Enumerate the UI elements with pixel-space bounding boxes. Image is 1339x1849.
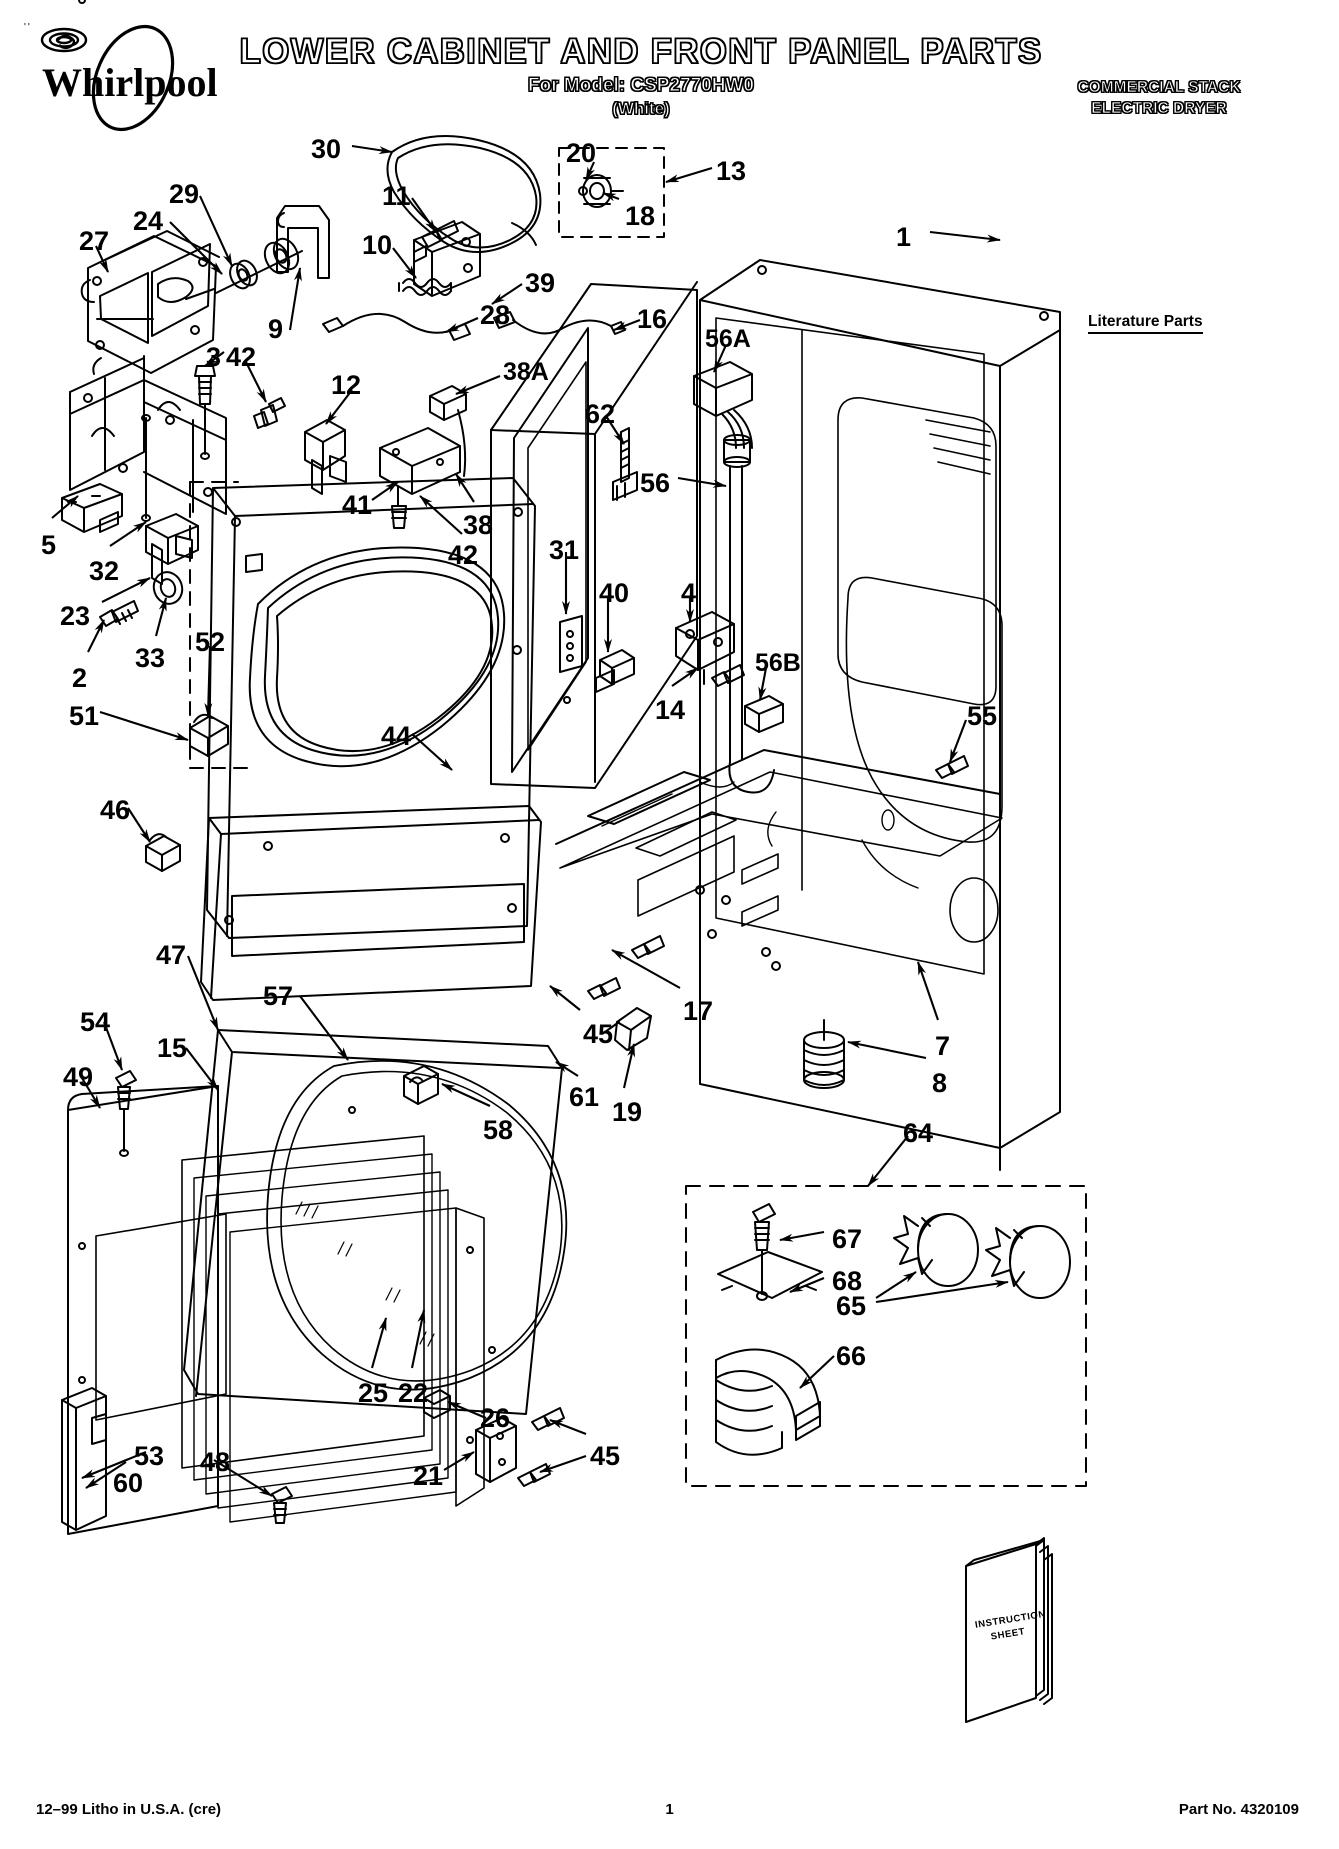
callout-5: 5 — [41, 530, 57, 560]
callout-20: 20 — [566, 138, 597, 168]
callout-23: 23 — [60, 601, 91, 631]
callout-29: 29 — [169, 179, 200, 209]
callout-38: 38 — [463, 510, 494, 540]
product-type-line2: ELECTRIC DRYER — [1091, 99, 1227, 117]
callout-11: 11 — [382, 181, 411, 211]
callout-51: 51 — [69, 701, 100, 731]
callout-19: 19 — [612, 1097, 643, 1127]
callout-7: 7 — [935, 1031, 951, 1061]
callout-12: 12 — [331, 370, 362, 400]
callout-1: 1 — [896, 222, 912, 252]
page-title: LOWER CABINET AND FRONT PANEL PARTS — [239, 31, 1043, 72]
corner-registration-mark: '' — [24, 22, 32, 33]
callout-2: 2 — [72, 663, 88, 693]
callout-66: 66 — [836, 1341, 867, 1371]
callout-54: 54 — [80, 1007, 111, 1037]
callout-46: 46 — [100, 795, 131, 825]
callout-14: 14 — [655, 695, 686, 725]
title-block: LOWER CABINET AND FRONT PANEL PARTS For … — [236, 31, 1046, 119]
footer-litho-info: 12–99 Litho in U.S.A. (cre) — [36, 1801, 222, 1818]
callout-15: 15 — [157, 1033, 188, 1063]
model-line: For Model: CSP2770HW0 — [528, 75, 755, 97]
callout-18: 18 — [625, 201, 656, 231]
sheet-header: '' Whirlpool LOWER CABINET AND FRONT PAN… — [0, 0, 1339, 140]
callout-42b: 42 — [448, 540, 479, 570]
callout-25: 25 — [358, 1378, 389, 1408]
callout-61: 61 — [569, 1082, 600, 1112]
callout-42a: 42 — [226, 342, 257, 372]
callout-41: 41 — [342, 490, 373, 520]
callout-16: 16 — [637, 304, 668, 334]
instruction-sheet-label: INSTRUCTION SHEET — [974, 1609, 1046, 1647]
callout-27: 27 — [79, 226, 110, 256]
svg-text:Whirlpool: Whirlpool — [42, 60, 218, 105]
callout-30: 30 — [311, 134, 342, 164]
callout-62: 62 — [585, 399, 616, 429]
callout-45a: 45 — [583, 1019, 614, 1049]
callout-52: 52 — [195, 627, 226, 657]
callout-53: 53 — [134, 1441, 165, 1471]
callout-17: 17 — [683, 996, 714, 1026]
callout-60: 60 — [113, 1468, 144, 1498]
callout-31: 31 — [549, 535, 580, 565]
callout-8: 8 — [932, 1068, 948, 1098]
callout-13: 13 — [716, 156, 747, 186]
callout-28: 28 — [480, 300, 511, 330]
product-type-line1: COMMERCIAL STACK — [1077, 79, 1241, 97]
callout-48: 48 — [200, 1447, 231, 1477]
callout-45b: 45 — [590, 1441, 621, 1471]
callout-57: 57 — [263, 981, 294, 1011]
callout-32: 32 — [89, 556, 120, 586]
callout-39: 39 — [525, 268, 556, 298]
callout-22: 22 — [398, 1378, 429, 1408]
callout-24: 24 — [133, 206, 164, 236]
color-line: (White) — [612, 99, 671, 119]
footer-page-number: 1 — [665, 1801, 674, 1818]
sheet-footer: 12–99 Litho in U.S.A. (cre) 1 Part No. 4… — [0, 1801, 1339, 1827]
callout-40: 40 — [599, 578, 630, 608]
callout-64: 64 — [903, 1118, 934, 1148]
callout-47: 47 — [156, 940, 187, 970]
callout-68: 68 — [832, 1266, 863, 1296]
literature-parts-caption: Literature Parts — [1088, 313, 1203, 334]
callout-65: 65 — [836, 1291, 867, 1321]
callout-67: 67 — [832, 1224, 863, 1254]
footer-part-number: Part No. 4320109 — [1178, 1801, 1299, 1818]
callout-4: 4 — [681, 578, 697, 608]
callout-56B: 56B — [755, 649, 801, 677]
callout-55: 55 — [967, 701, 998, 731]
callout-26: 26 — [480, 1403, 511, 1433]
callout-3: 3 — [206, 342, 222, 372]
callout-49: 49 — [63, 1062, 94, 1092]
callout-56A: 56A — [705, 325, 751, 353]
callout-44: 44 — [381, 721, 412, 751]
callout-33: 33 — [135, 643, 166, 673]
callout-58: 58 — [483, 1115, 514, 1145]
callout-38A: 38A — [503, 358, 549, 386]
callout-21: 21 — [413, 1461, 444, 1491]
callout-9: 9 — [268, 314, 284, 344]
callout-56: 56 — [640, 468, 671, 498]
whirlpool-logo: Whirlpool — [28, 22, 243, 132]
product-type: COMMERCIAL STACK ELECTRIC DRYER — [1019, 78, 1299, 120]
callout-10: 10 — [362, 230, 393, 260]
